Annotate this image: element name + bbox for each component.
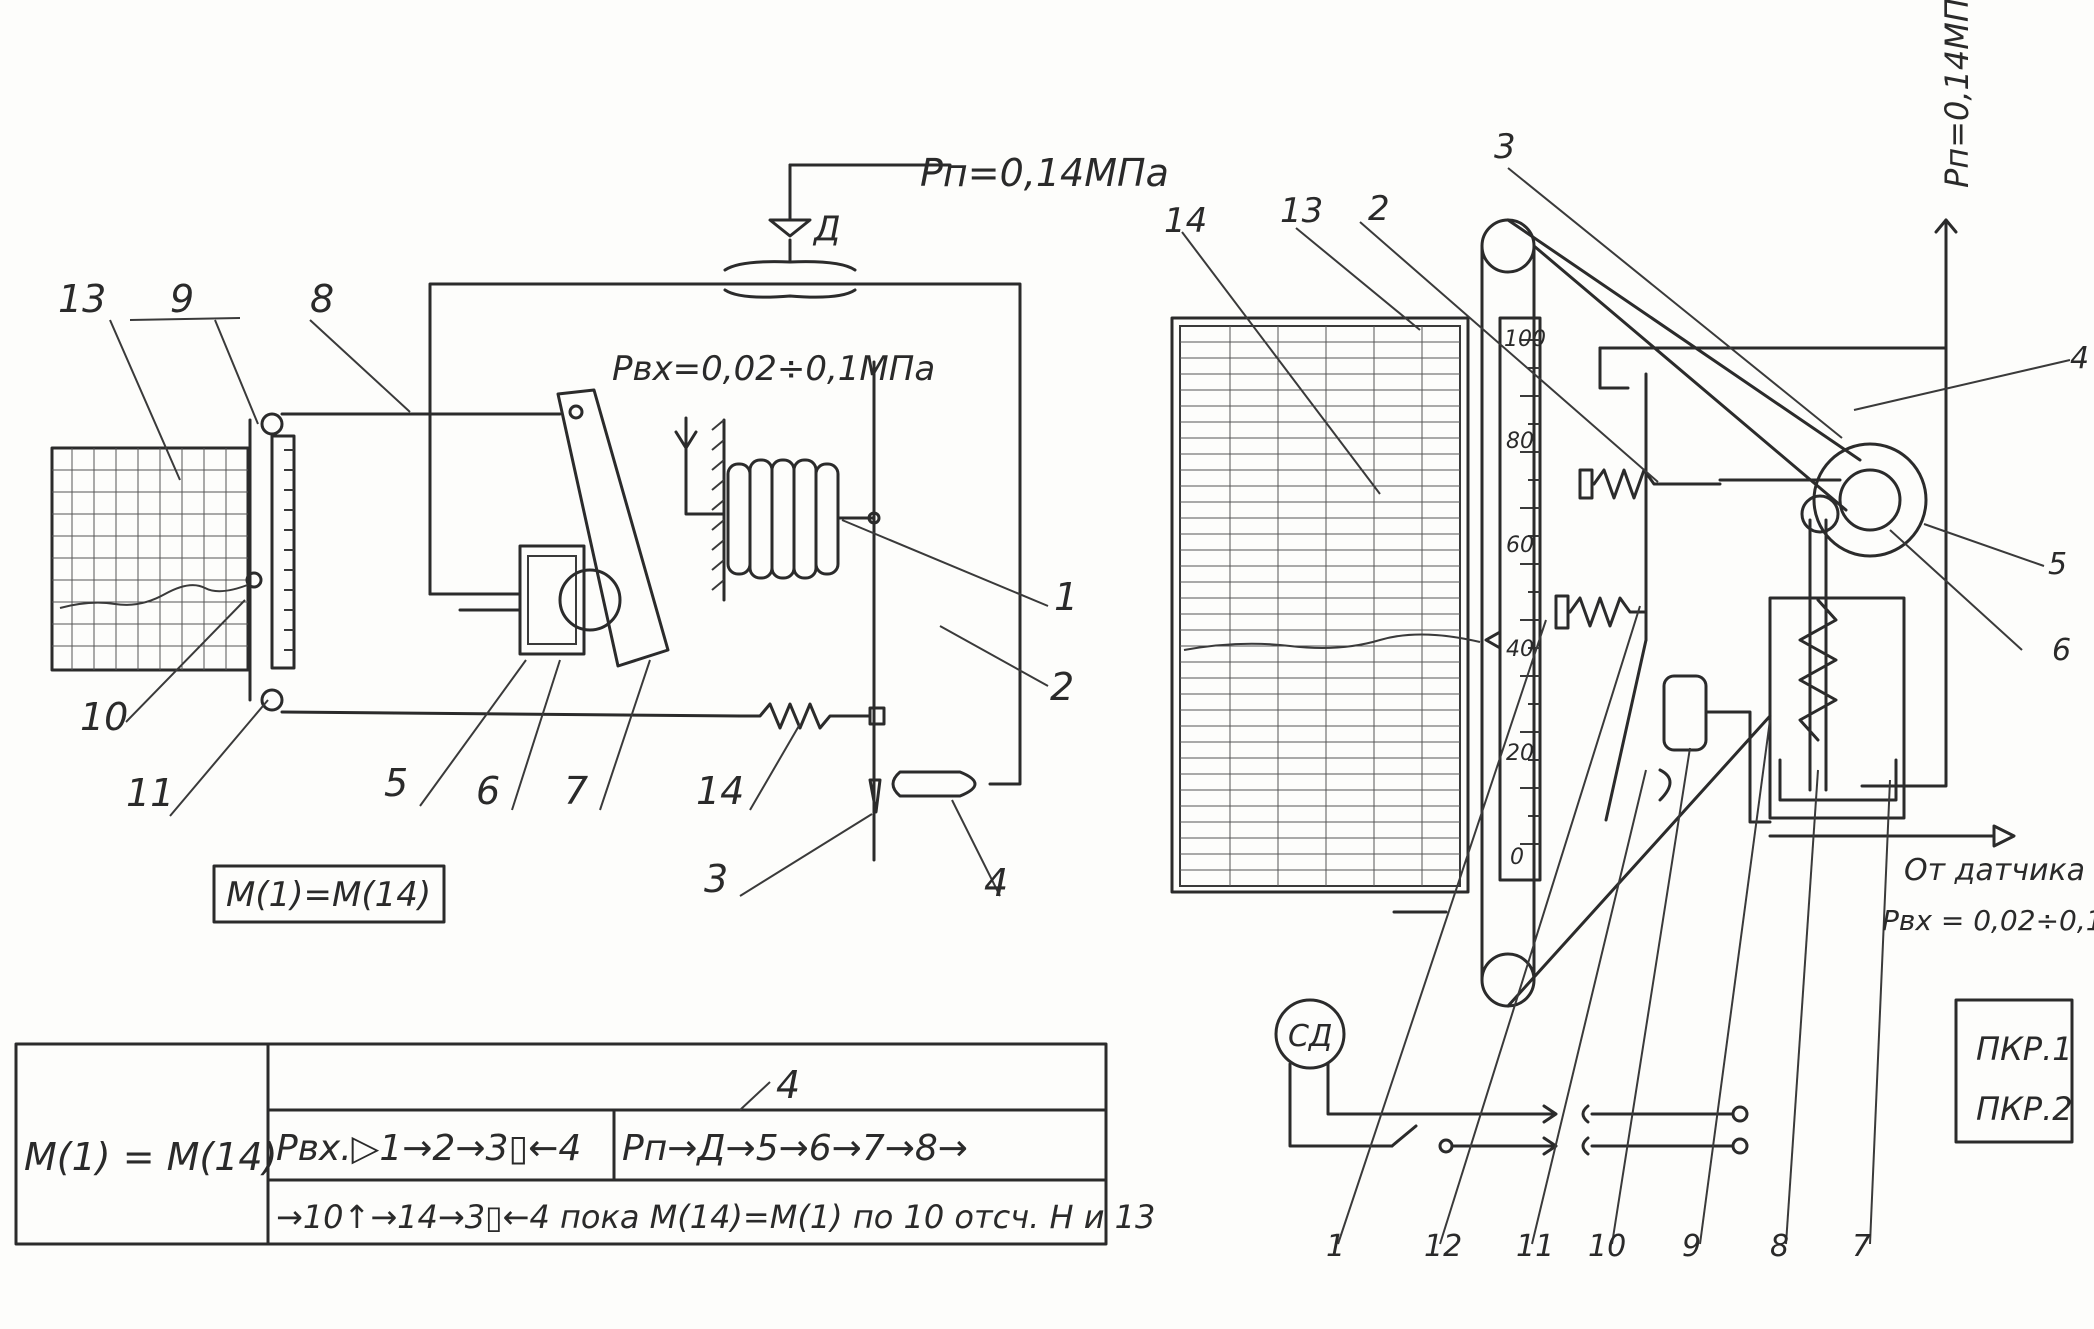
right-label-11: 11 (1516, 1229, 1554, 1264)
nozzle-4 (891, 770, 977, 798)
right-label-4: 4 (2070, 341, 2089, 376)
from-sensor: От датчика (1904, 853, 2085, 888)
table-row1-b: Pп→Д→5→6→7→8→ (622, 1128, 968, 1169)
scale-60: 60 (1506, 533, 1534, 558)
right-label-10: 10 (1588, 1229, 1626, 1264)
right-label-3: 3 (1494, 127, 1516, 167)
label-10: 10 (80, 695, 128, 739)
table-row1-a: Pвх.▷1→2→3▯←4 (276, 1128, 581, 1169)
air-line (428, 282, 1022, 786)
relay-body (518, 544, 586, 656)
spring-lower (1568, 596, 1648, 628)
label-1: 1 (1054, 575, 1078, 619)
nozzle-label: Д (812, 209, 841, 249)
scale-100: 100 (1504, 327, 1546, 352)
label-8: 8 (310, 277, 334, 321)
strip-chart-grid (1180, 326, 1460, 886)
relay-10 (1662, 674, 1708, 752)
sequence-table (14, 1042, 1108, 1246)
scale-0: 0 (1510, 845, 1524, 870)
recorded-trace (59, 583, 251, 609)
right-input-pressure: Pвх = 0,02÷0,1МПа (1882, 904, 2094, 937)
right-supply-pressure: Pп=0,14МПа (1938, 0, 1976, 188)
bellows-unit (1768, 596, 1906, 820)
spring-upper (1592, 468, 1722, 500)
bellows-1 (726, 458, 840, 580)
label-9: 9 (170, 277, 194, 321)
lever-7 (556, 388, 670, 668)
cam-hub (1838, 468, 1902, 532)
right-label-12: 12 (1424, 1229, 1462, 1264)
label-13: 13 (58, 277, 106, 321)
right-label-6: 6 (2052, 633, 2071, 668)
label-7: 7 (564, 769, 588, 813)
pulley-top-right (1480, 218, 1536, 274)
table-left-cell: M(1) = M(14) (24, 1135, 277, 1179)
motor-label: СД (1288, 1019, 1332, 1054)
scale-20: 20 (1506, 741, 1534, 766)
right-label-2: 2 (1368, 189, 1390, 229)
model-box (1954, 998, 2074, 1144)
label-4: 4 (984, 861, 1008, 905)
label-11: 11 (126, 771, 174, 815)
flapper-3 (868, 778, 882, 814)
model-1: ПКР.1 (1976, 1030, 2073, 1068)
right-label-9: 9 (1682, 1229, 1701, 1264)
scale-40: 40 (1506, 637, 1534, 662)
pulley-bottom (260, 688, 284, 712)
right-label-1: 1 (1326, 1229, 1345, 1264)
chart-grid (52, 448, 248, 670)
right-label-14: 14 (1164, 201, 1207, 241)
motor-sd (1274, 998, 1346, 1070)
pulley-top (260, 412, 284, 436)
scale-bar (270, 434, 296, 670)
right-scale (1498, 316, 1542, 882)
right-schematic (1170, 167, 2074, 1245)
label-5: 5 (384, 761, 408, 805)
left-schematic (50, 163, 1049, 924)
strip-chart (1170, 316, 1470, 894)
cam-wheel (1812, 442, 1928, 558)
right-label-7: 7 (1852, 1229, 1871, 1264)
pointer-10 (245, 571, 263, 589)
chart-paper (50, 446, 250, 672)
right-label-5: 5 (2048, 547, 2067, 582)
table-top-mark: 4 (776, 1063, 800, 1107)
spring-14 (738, 702, 872, 730)
left-input-pressure: Pвх=0,02÷0,1МПа (612, 349, 935, 389)
model-2: ПКР.2 (1976, 1090, 2073, 1128)
strip-trace (1183, 633, 1481, 651)
table-row2: →10↑→14→3▯←4 пока M(14)=M(1) по 10 отсч.… (276, 1198, 1155, 1236)
bellows-spring (1798, 598, 1838, 742)
label-3: 3 (704, 857, 728, 901)
right-label-8: 8 (1770, 1229, 1789, 1264)
nozzle-d (768, 218, 812, 238)
label-14: 14 (696, 769, 744, 813)
relay-ball (558, 568, 622, 632)
label-6: 6 (476, 769, 500, 813)
left-supply-pressure: Pп=0,14МПа (920, 151, 1169, 195)
right-pointer (1484, 630, 1502, 650)
balance-text: M(1)=M(14) (226, 875, 431, 915)
right-label-13: 13 (1280, 191, 1323, 231)
label-2: 2 (1050, 665, 1074, 709)
supply-frame (1598, 346, 1948, 788)
scale-80: 80 (1506, 429, 1534, 454)
balance-box (212, 864, 446, 924)
pulley-bottom-right (1480, 952, 1536, 1008)
